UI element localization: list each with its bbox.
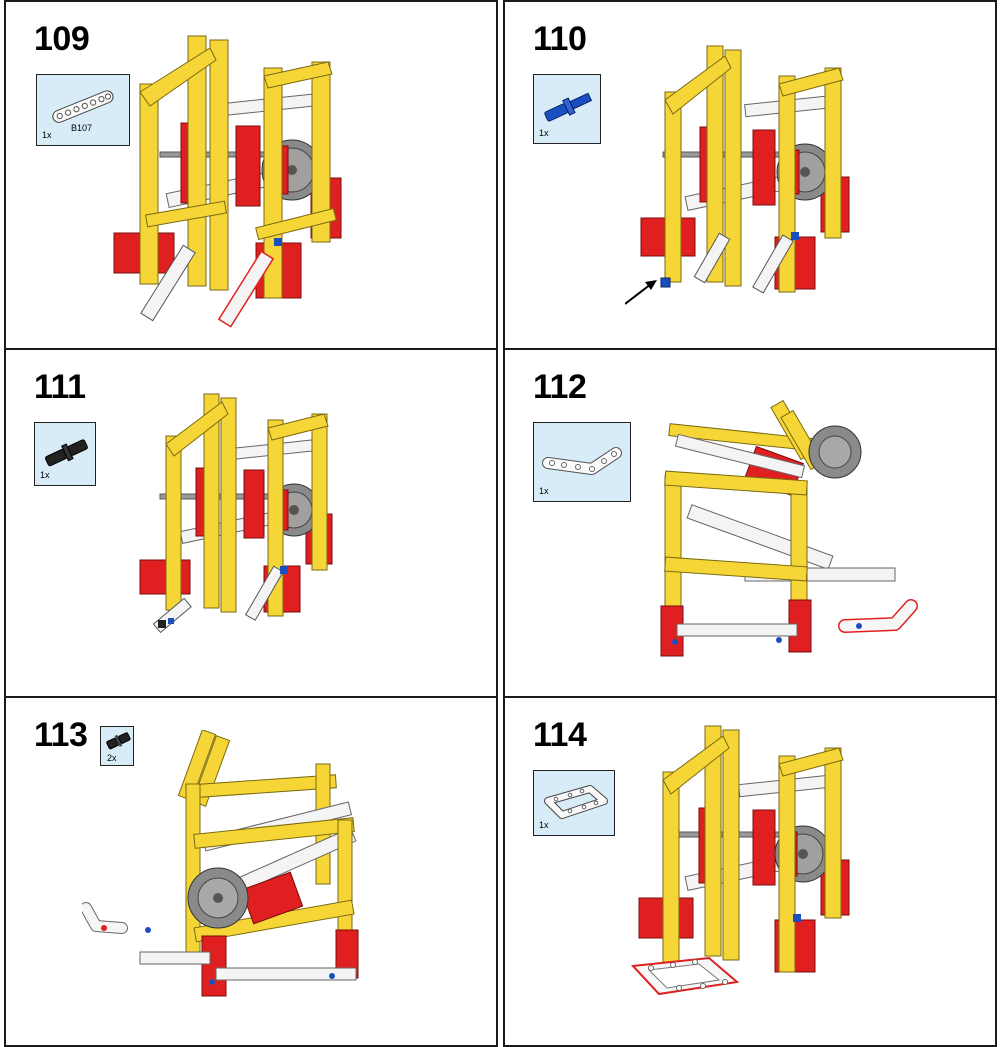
step-109-panel: 109 1x B107: [4, 0, 498, 350]
step-110-panel: 110 1x: [503, 0, 997, 350]
blue-axle-pin-icon: [544, 92, 593, 122]
step-114-panel: 114 1x: [503, 696, 997, 1047]
assembly-model: [625, 45, 850, 305]
part-quantity: 1x: [40, 470, 50, 480]
assembly-model: [113, 35, 342, 328]
step-number: 113: [34, 716, 88, 754]
black-pin-icon: [106, 732, 131, 750]
part-quantity: 1x: [539, 486, 549, 496]
assembly-model: [82, 730, 359, 997]
step-number: 112: [533, 368, 587, 406]
parts-callout: 1x B107: [36, 74, 130, 146]
part-code: B107: [71, 123, 93, 133]
parts-callout: 1x: [533, 74, 601, 144]
step-111-panel: 111 1x: [4, 348, 498, 698]
step-number: 114: [533, 716, 587, 754]
assembly-model: [630, 725, 850, 996]
parts-callout: 1x: [533, 422, 631, 502]
parts-callout: 2x: [100, 726, 134, 766]
part-quantity: 2x: [107, 753, 117, 763]
step-number: 109: [34, 20, 90, 58]
step-113-panel: 113 2x: [4, 696, 498, 1047]
step-number: 110: [533, 20, 587, 58]
step-112-panel: 112 1x: [503, 348, 997, 698]
assembly-model: [139, 393, 333, 634]
part-quantity: 1x: [539, 820, 549, 830]
assembly-model: [660, 399, 918, 657]
white-angled-beam-icon: [542, 447, 622, 475]
black-friction-pin-icon: [45, 439, 88, 467]
white-beam-7-icon: [52, 90, 114, 123]
parts-callout: 1x: [533, 770, 615, 836]
step-number: 111: [34, 368, 86, 406]
white-frame-icon: [544, 785, 608, 819]
parts-callout: 1x: [34, 422, 96, 486]
part-quantity: 1x: [42, 130, 52, 140]
part-quantity: 1x: [539, 128, 549, 138]
